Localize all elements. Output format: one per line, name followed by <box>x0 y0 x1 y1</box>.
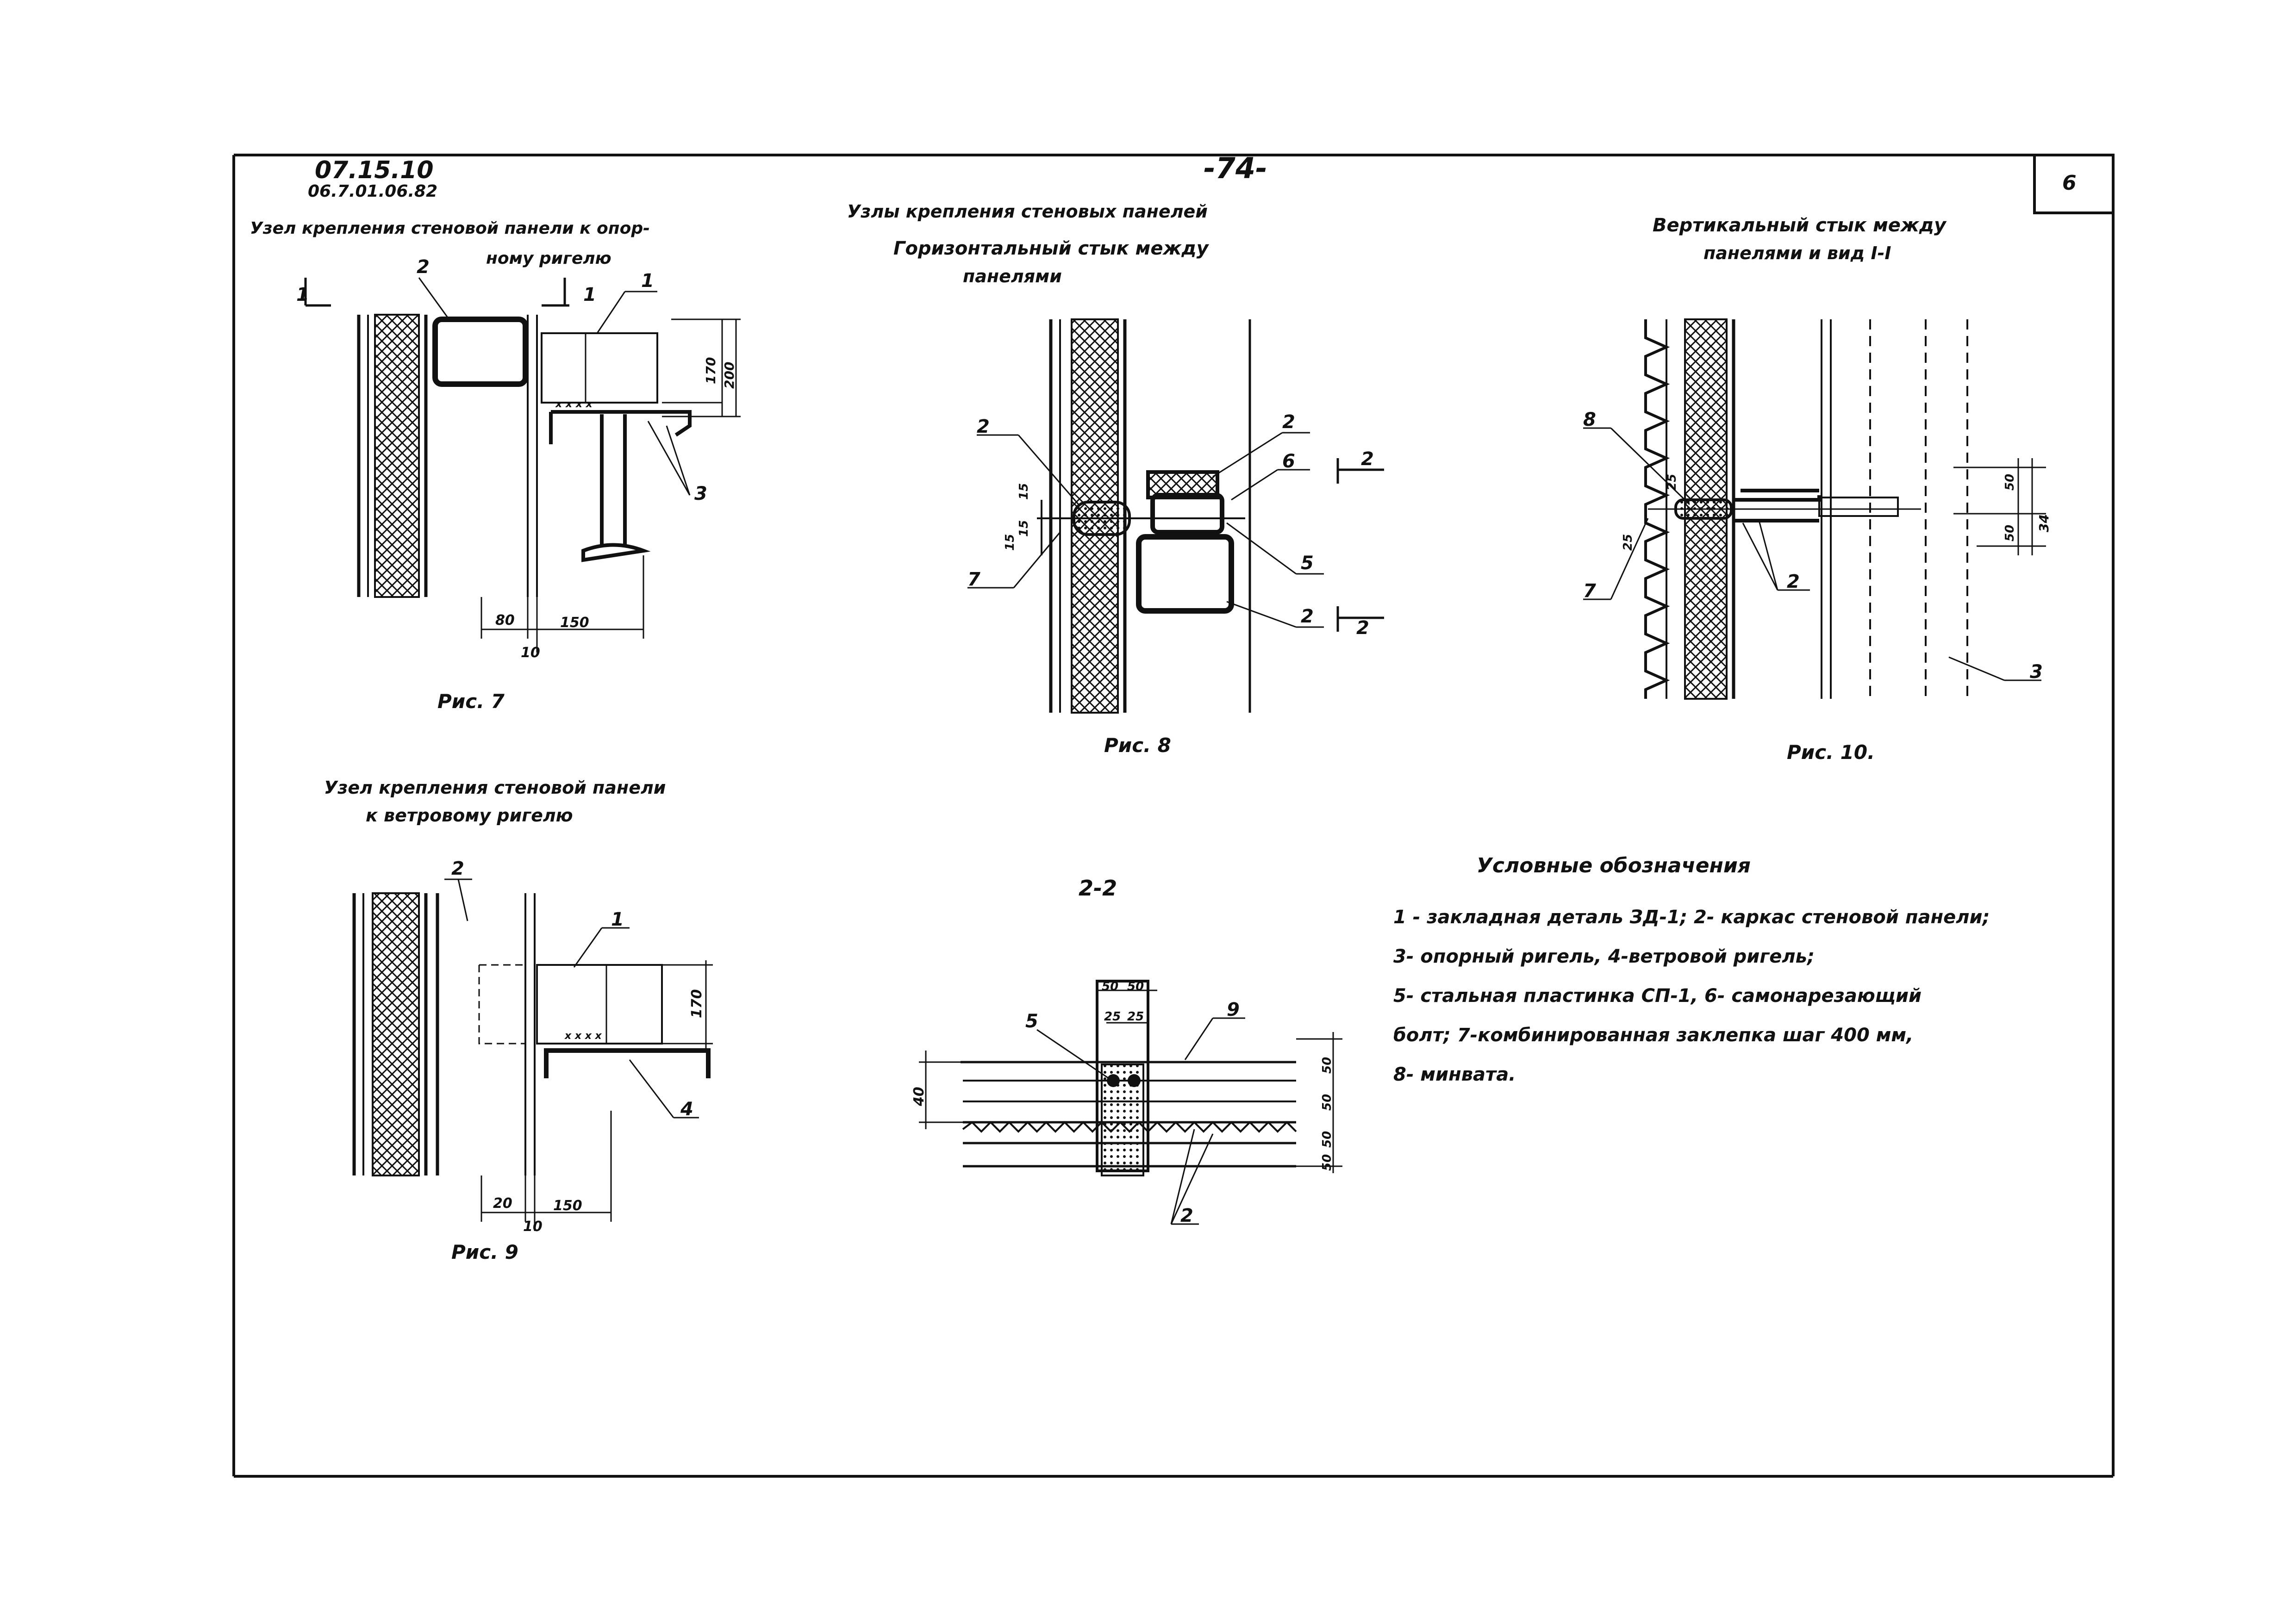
sec22-dim-50a: 50 <box>1102 980 1118 994</box>
fig8-mark-2c: 2 <box>1301 606 1314 627</box>
sec22-mark-2: 2 <box>1180 1205 1193 1226</box>
legend-line-5: 8- минвата. <box>1393 1064 1516 1085</box>
fig7-frame-profile <box>432 317 528 387</box>
doc-code-1: 07.15.10 <box>315 156 434 184</box>
legend-title: Условные обозначения <box>1477 854 1751 877</box>
fig9-mark-4: 4 <box>680 1099 693 1120</box>
sec22-dim-25b: 25 <box>1127 1010 1144 1024</box>
fig7-title-line2: ному ригелю <box>486 249 611 268</box>
fig9-channel <box>544 1048 711 1078</box>
fig9-caption: Рис. 9 <box>451 1241 518 1263</box>
fig8-plate <box>1150 493 1224 535</box>
fig8-dim-15c: 15 <box>1003 534 1017 551</box>
fig7-mark-2: 2 <box>417 256 430 278</box>
fig10-mark-3: 3 <box>2030 661 2043 683</box>
fig8-mark-6: 6 <box>1282 451 1295 472</box>
sheet-number: 6 <box>2062 171 2077 195</box>
fig10-caption: Рис. 10. <box>1787 741 1875 764</box>
fig7-mark-1c: 1 <box>641 270 654 292</box>
fig10-dim-50a: 50 <box>2003 474 2017 491</box>
fig7-dim-170: 170 <box>703 357 718 384</box>
sheet-frame <box>232 154 2115 1478</box>
fig10-mark-8: 8 <box>1583 409 1596 430</box>
section-2-2-drawing: 50 50 25 25 40 50 50 50 50 5 9 2 <box>911 980 1342 1226</box>
fig9-drawing: x x x x 170 20 150 10 2 1 4 <box>352 858 713 1235</box>
fig9-mark-1: 1 <box>611 909 624 930</box>
sec22-dim-50c: 50 <box>1320 1057 1334 1074</box>
legend-line-4: болт; 7-комбинированная заклепка шаг 400… <box>1393 1025 1913 1046</box>
fig8-title-line2: панелями <box>963 266 1062 286</box>
fig10-mark-2: 2 <box>1787 571 1800 592</box>
fig10-dim-50b: 50 <box>2003 525 2017 541</box>
fig10-mark-7: 7 <box>1583 580 1596 602</box>
fig7-mark-3: 3 <box>694 483 707 504</box>
fig7-beam <box>549 410 692 562</box>
legend-line-1: 1 - закладная деталь ЗД-1; 2- каркас сте… <box>1393 907 1990 928</box>
fig8-title-line1: Горизонтальный стык между <box>893 238 1210 259</box>
sec22-dim-40: 40 <box>911 1087 927 1107</box>
fig8-mark-2-right: 2 <box>1361 448 1374 470</box>
sec22-dim-50e: 50 <box>1320 1131 1334 1148</box>
fig9-dim-20: 20 <box>493 1195 512 1212</box>
fig8-mark-5: 5 <box>1301 553 1314 574</box>
legend-line-2: 3- опорный ригель, 4-ветровой ригель; <box>1393 946 1815 967</box>
fig9-mark-2: 2 <box>451 858 464 879</box>
main-title: Узлы крепления стеновых панелей <box>847 201 1208 222</box>
fig9-dim-150: 150 <box>553 1198 582 1214</box>
sec22-dim-50d: 50 <box>1320 1094 1334 1111</box>
fig10-title-line2: панелями и вид I-I <box>1703 243 1891 263</box>
sheet-number-box <box>2033 154 2115 214</box>
fig9-title-line1: Узел крепления стеновой панели <box>324 777 666 798</box>
fig10-corrugated-sheet <box>1644 319 1670 699</box>
fig8-mark-2b: 2 <box>1282 411 1295 433</box>
fig7-drawing: x x x x 170 200 80 150 10 1 1 2 1 3 <box>296 256 741 661</box>
fig8-mark-7: 7 <box>967 569 980 590</box>
fig7-caption: Рис. 7 <box>437 690 505 713</box>
fig9-dim-170: 170 <box>689 989 705 1018</box>
svg-text:x x x x: x x x x <box>555 398 593 410</box>
svg-text:x x x x: x x x x <box>564 1030 602 1042</box>
fig7-dim-200: 200 <box>722 362 737 389</box>
fig7-dim-80: 80 <box>495 612 515 628</box>
fig8-dim-15b: 15 <box>1017 520 1031 537</box>
fig7-mark-1a: 1 <box>296 284 309 305</box>
doc-code-2: 06.7.01.06.82 <box>308 182 437 201</box>
sec22-dim-50f: 50 <box>1320 1154 1334 1171</box>
page-number: -74- <box>1204 151 1267 185</box>
section-2-2-title: 2-2 <box>1079 876 1117 901</box>
fig8-dim-15a: 15 <box>1017 483 1031 500</box>
fig10-title-line1: Вертикальный стык между <box>1653 215 1947 236</box>
fig8-mark-2-right-lower: 2 <box>1356 617 1369 639</box>
fig9-dim-10: 10 <box>523 1219 543 1235</box>
fig7-mark-1b: 1 <box>583 284 596 305</box>
fig8-mark-2a: 2 <box>977 416 990 437</box>
fig8-caption: Рис. 8 <box>1104 734 1171 757</box>
fig10-dim-34: 34 <box>2036 514 2052 532</box>
fig7-title-line1: Узел крепления стеновой панели к опор- <box>250 219 650 238</box>
fig9-title-line2: к ветровому ригелю <box>366 805 573 826</box>
sec22-mark-5: 5 <box>1025 1011 1038 1032</box>
fig7-dim-10: 10 <box>521 645 540 661</box>
legend-line-3: 5- стальная пластинка СП-1, 6- самонарез… <box>1393 985 1922 1007</box>
fig8-lower-profile <box>1136 534 1234 614</box>
sec22-mark-9: 9 <box>1227 999 1240 1020</box>
sec22-dim-50b: 50 <box>1127 980 1144 994</box>
fig7-insulation <box>374 314 420 598</box>
sec22-dim-25a: 25 <box>1104 1010 1121 1024</box>
fig8-drawing: 15 15 15 2 2 6 2 7 5 2 2 <box>967 318 1384 714</box>
legend: Условные обозначения 1 - закладная детал… <box>1393 854 1990 1085</box>
fig7-dim-150: 150 <box>560 615 589 631</box>
fig10-dim-25b: 25 <box>1621 534 1635 551</box>
fig9-insulation <box>372 892 420 1176</box>
fig10-drawing: 25 25 50 50 34 8 7 2 3 <box>1583 318 2052 700</box>
